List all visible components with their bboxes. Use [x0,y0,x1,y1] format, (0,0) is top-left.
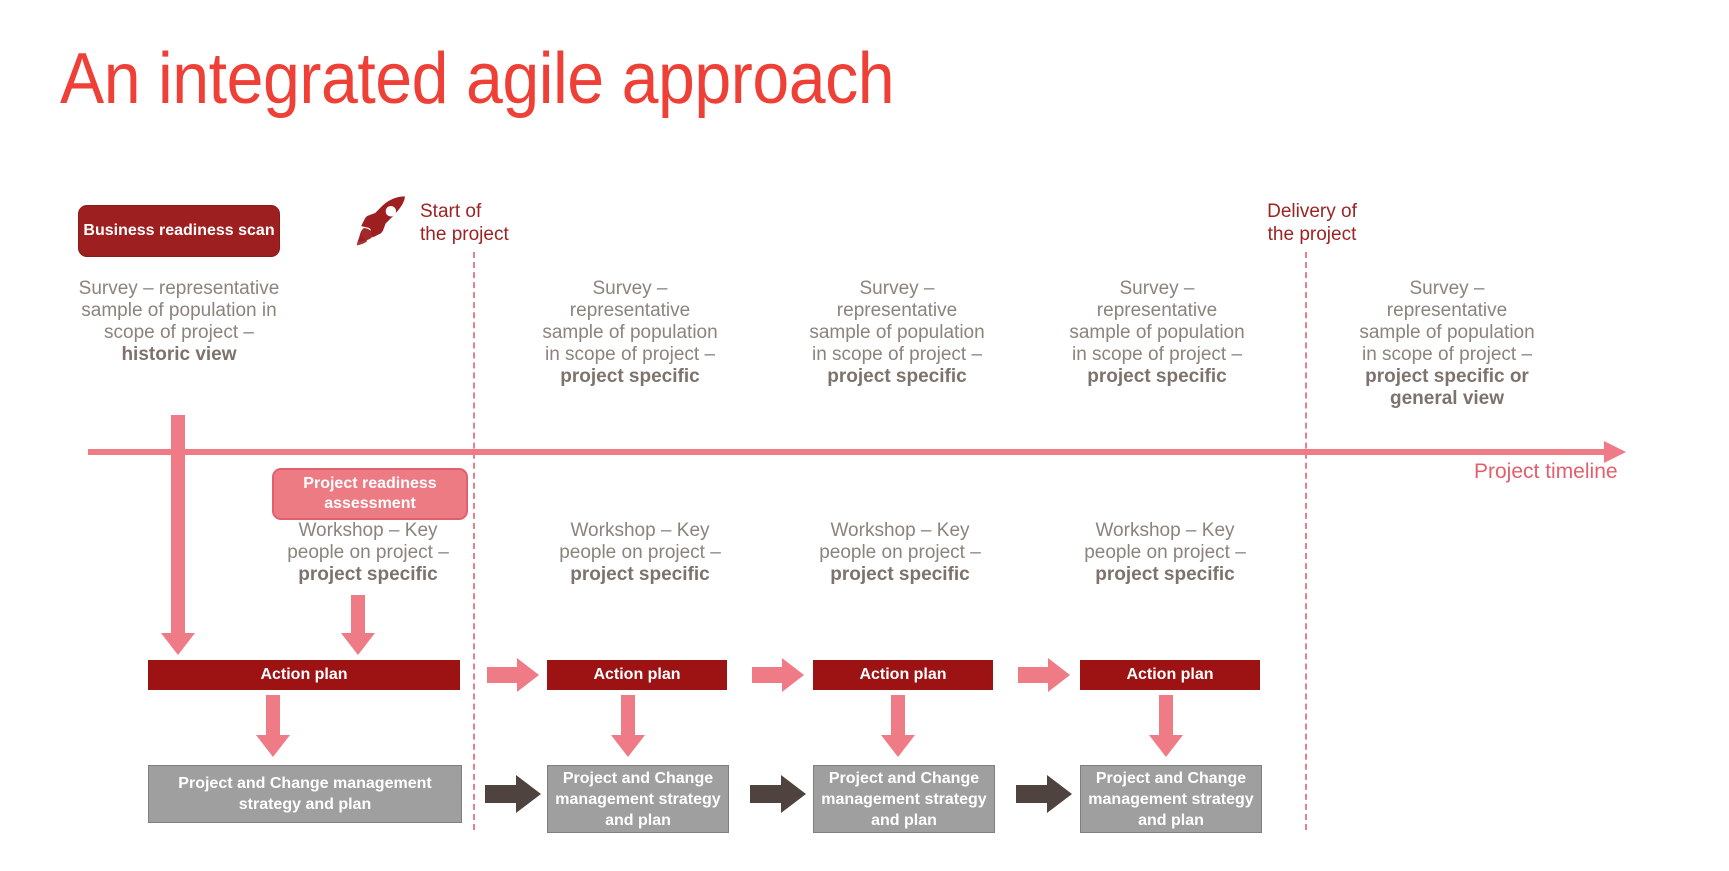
survey-text-2: Survey – representative sample of popula… [805,278,989,388]
project-timeline-label: Project timeline [1474,460,1618,483]
arrow-right-action-plan-2 [1018,658,1070,692]
action-plan-bar-3[interactable]: Action plan [1080,660,1260,690]
arrow-right-change-management-1 [750,775,806,813]
survey-text-bold: project specific [827,366,967,387]
arrow-head [341,633,375,655]
workshop-text-bold: project specific [830,564,970,585]
arrow-right-change-management-0 [485,775,541,813]
workshop-text-3: Workshop – Key people on project – proje… [1070,520,1260,586]
project-readiness-assessment-badge[interactable]: Project readiness assessment [272,468,468,520]
project-timeline-axis [88,449,1610,455]
arrow-down-action-plan-0 [255,695,291,757]
milestone-label-delivery: Delivery of the project [1267,201,1357,245]
arrow-shaft [750,785,783,803]
project-timeline-arrowhead [1604,441,1626,463]
milestone-label-start: Start of the project [420,201,509,245]
arrow-head [161,633,195,655]
arrow-head [782,658,804,692]
survey-text-0: Survey – representative sample of popula… [68,278,290,366]
action-plan-bar-1[interactable]: Action plan [547,660,727,690]
workshop-text-normal: Workshop – Key people on project – [559,520,721,563]
arrow-shaft [351,595,365,633]
arrow-head [611,735,645,757]
workshop-text-bold: project specific [570,564,710,585]
arrow-shaft [485,785,518,803]
arrow-down-business-readiness [160,415,196,655]
arrow-shaft [266,695,280,735]
arrow-down-action-plan-1 [610,695,646,757]
arrow-down-project-readiness [340,595,376,655]
arrow-down-action-plan-3 [1148,695,1184,757]
arrow-right-change-management-2 [1016,775,1072,813]
workshop-text-2: Workshop – Key people on project – proje… [805,520,995,586]
survey-text-bold: project specific or general view [1365,366,1529,409]
arrow-right-action-plan-1 [752,658,804,692]
survey-text-bold: project specific [560,366,700,387]
arrow-head [517,658,539,692]
arrow-down-action-plan-2 [880,695,916,757]
milestone-guide-start [473,252,475,830]
arrow-head [1047,775,1072,813]
arrow-shaft [891,695,905,735]
survey-text-4: Survey – representative sample of popula… [1355,278,1539,410]
arrow-head [256,735,290,757]
survey-text-normal: Survey – representative sample of popula… [1069,278,1245,365]
arrow-shaft [621,695,635,735]
arrow-shaft [1159,695,1173,735]
survey-text-normal: Survey – representative sample of popula… [78,278,280,343]
business-readiness-scan-badge[interactable]: Business readiness scan [78,205,280,257]
arrow-head [516,775,541,813]
survey-text-normal: Survey – representative sample of popula… [809,278,985,365]
workshop-text-0: Workshop – Key people on project – proje… [268,520,468,586]
arrow-right-action-plan-0 [487,658,539,692]
workshop-text-normal: Workshop – Key people on project – [1084,520,1246,563]
workshop-text-1: Workshop – Key people on project – proje… [545,520,735,586]
arrow-head [1149,735,1183,757]
change-management-box-0[interactable]: Project and Change management strategy a… [148,765,462,823]
workshop-text-normal: Workshop – Key people on project – [287,520,449,563]
arrow-head [881,735,915,757]
arrow-head [781,775,806,813]
survey-text-normal: Survey – representative sample of popula… [1359,278,1535,365]
arrow-head [1048,658,1070,692]
action-plan-bar-0[interactable]: Action plan [148,660,460,690]
workshop-text-bold: project specific [298,564,438,585]
arrow-shaft [171,415,185,633]
change-management-box-1[interactable]: Project and Change management strategy a… [547,765,729,833]
arrow-shaft [1016,785,1049,803]
rocket-icon [353,192,413,248]
change-management-box-3[interactable]: Project and Change management strategy a… [1080,765,1262,833]
change-management-box-2[interactable]: Project and Change management strategy a… [813,765,995,833]
survey-text-1: Survey – representative sample of popula… [540,278,720,388]
survey-text-3: Survey – representative sample of popula… [1065,278,1249,388]
workshop-text-bold: project specific [1095,564,1235,585]
action-plan-bar-2[interactable]: Action plan [813,660,993,690]
workshop-text-normal: Workshop – Key people on project – [819,520,981,563]
page-title: An integrated agile approach [60,39,895,119]
arrow-shaft [487,667,519,683]
arrow-shaft [752,667,784,683]
survey-text-bold: project specific [1087,366,1227,387]
milestone-guide-delivery [1305,252,1307,830]
survey-text-normal: Survey – representative sample of popula… [542,278,718,365]
arrow-shaft [1018,667,1050,683]
survey-text-bold: historic view [121,344,237,365]
